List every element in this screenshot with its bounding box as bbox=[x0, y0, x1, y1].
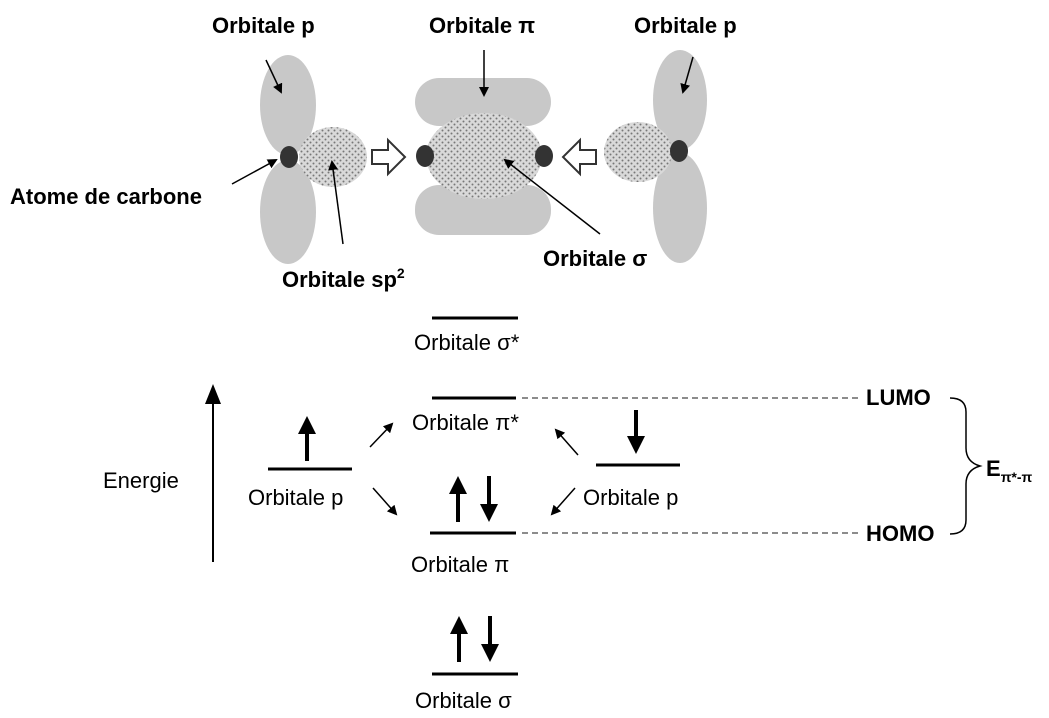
bond-arrow-right bbox=[561, 137, 597, 177]
label-sp2: Orbitale sp2 bbox=[282, 265, 405, 292]
right-p-lobe-top bbox=[653, 50, 707, 150]
electron-sigma-down-head bbox=[481, 644, 499, 662]
left-carbon-orbitals bbox=[260, 55, 367, 264]
label-carbon-atom: Atome de carbone bbox=[10, 184, 202, 209]
mix-arrow-pright-pistar bbox=[554, 428, 579, 456]
right-sp2-lobe bbox=[604, 122, 672, 182]
pointer-carbon bbox=[231, 159, 278, 185]
label-sp2-base: Orbitale sp bbox=[282, 267, 397, 292]
central-carbon-right bbox=[535, 145, 553, 167]
electron-pi-down-head bbox=[480, 504, 498, 522]
label-lumo: LUMO bbox=[866, 385, 931, 410]
label-sigma-level: Orbitale σ bbox=[415, 688, 512, 713]
label-sp2-sup: 2 bbox=[397, 265, 405, 281]
electron-pi-up-head bbox=[449, 476, 467, 494]
left-carbon-atom bbox=[280, 146, 298, 168]
label-pi-star: Orbitale π* bbox=[412, 410, 519, 435]
sigma-lobe bbox=[426, 113, 542, 199]
energy-axis-label: Energie bbox=[103, 468, 179, 493]
pointer-p-left bbox=[265, 59, 283, 94]
label-sigma: Orbitale σ bbox=[543, 246, 647, 271]
mix-arrow-pleft-pistar bbox=[369, 422, 394, 448]
gap-brace bbox=[949, 397, 983, 535]
right-carbon-orbitals bbox=[604, 50, 707, 263]
label-pi: Orbitale π bbox=[429, 13, 535, 38]
electron-sigma-up-head bbox=[450, 616, 468, 634]
pointer-sigma bbox=[503, 158, 601, 235]
bond-arrow-left bbox=[371, 137, 407, 177]
label-gap-main: E bbox=[986, 456, 1001, 481]
electron-p-right-head bbox=[627, 436, 645, 454]
right-carbon-atom bbox=[670, 140, 688, 162]
label-p-left-level: Orbitale p bbox=[248, 485, 343, 510]
pointer-sp2 bbox=[328, 160, 344, 245]
left-p-lobe-bottom bbox=[260, 160, 316, 264]
label-p-right-level: Orbitale p bbox=[583, 485, 678, 510]
left-sp2-lobe bbox=[299, 127, 367, 187]
pointer-p-right bbox=[680, 56, 694, 94]
mix-arrow-pleft-pi bbox=[372, 487, 398, 516]
central-pi-bond bbox=[415, 78, 553, 235]
left-p-lobe-top bbox=[260, 55, 316, 155]
label-homo: HOMO bbox=[866, 521, 934, 546]
label-pi-level: Orbitale π bbox=[411, 552, 509, 577]
energy-axis-head bbox=[205, 384, 221, 404]
electron-p-left-head bbox=[298, 416, 316, 434]
pi-lobe-bottom bbox=[415, 185, 551, 235]
mix-arrow-pright-pi bbox=[550, 487, 576, 516]
label-gap-sub: π*-π bbox=[1001, 469, 1033, 485]
label-p-right: Orbitale p bbox=[634, 13, 737, 38]
right-p-lobe-bottom bbox=[653, 153, 707, 263]
label-gap: Eπ*-π bbox=[986, 456, 1033, 485]
label-p-left: Orbitale p bbox=[212, 13, 315, 38]
pi-lobe-top bbox=[415, 78, 551, 126]
label-sigma-star: Orbitale σ* bbox=[414, 330, 520, 355]
central-carbon-left bbox=[416, 145, 434, 167]
